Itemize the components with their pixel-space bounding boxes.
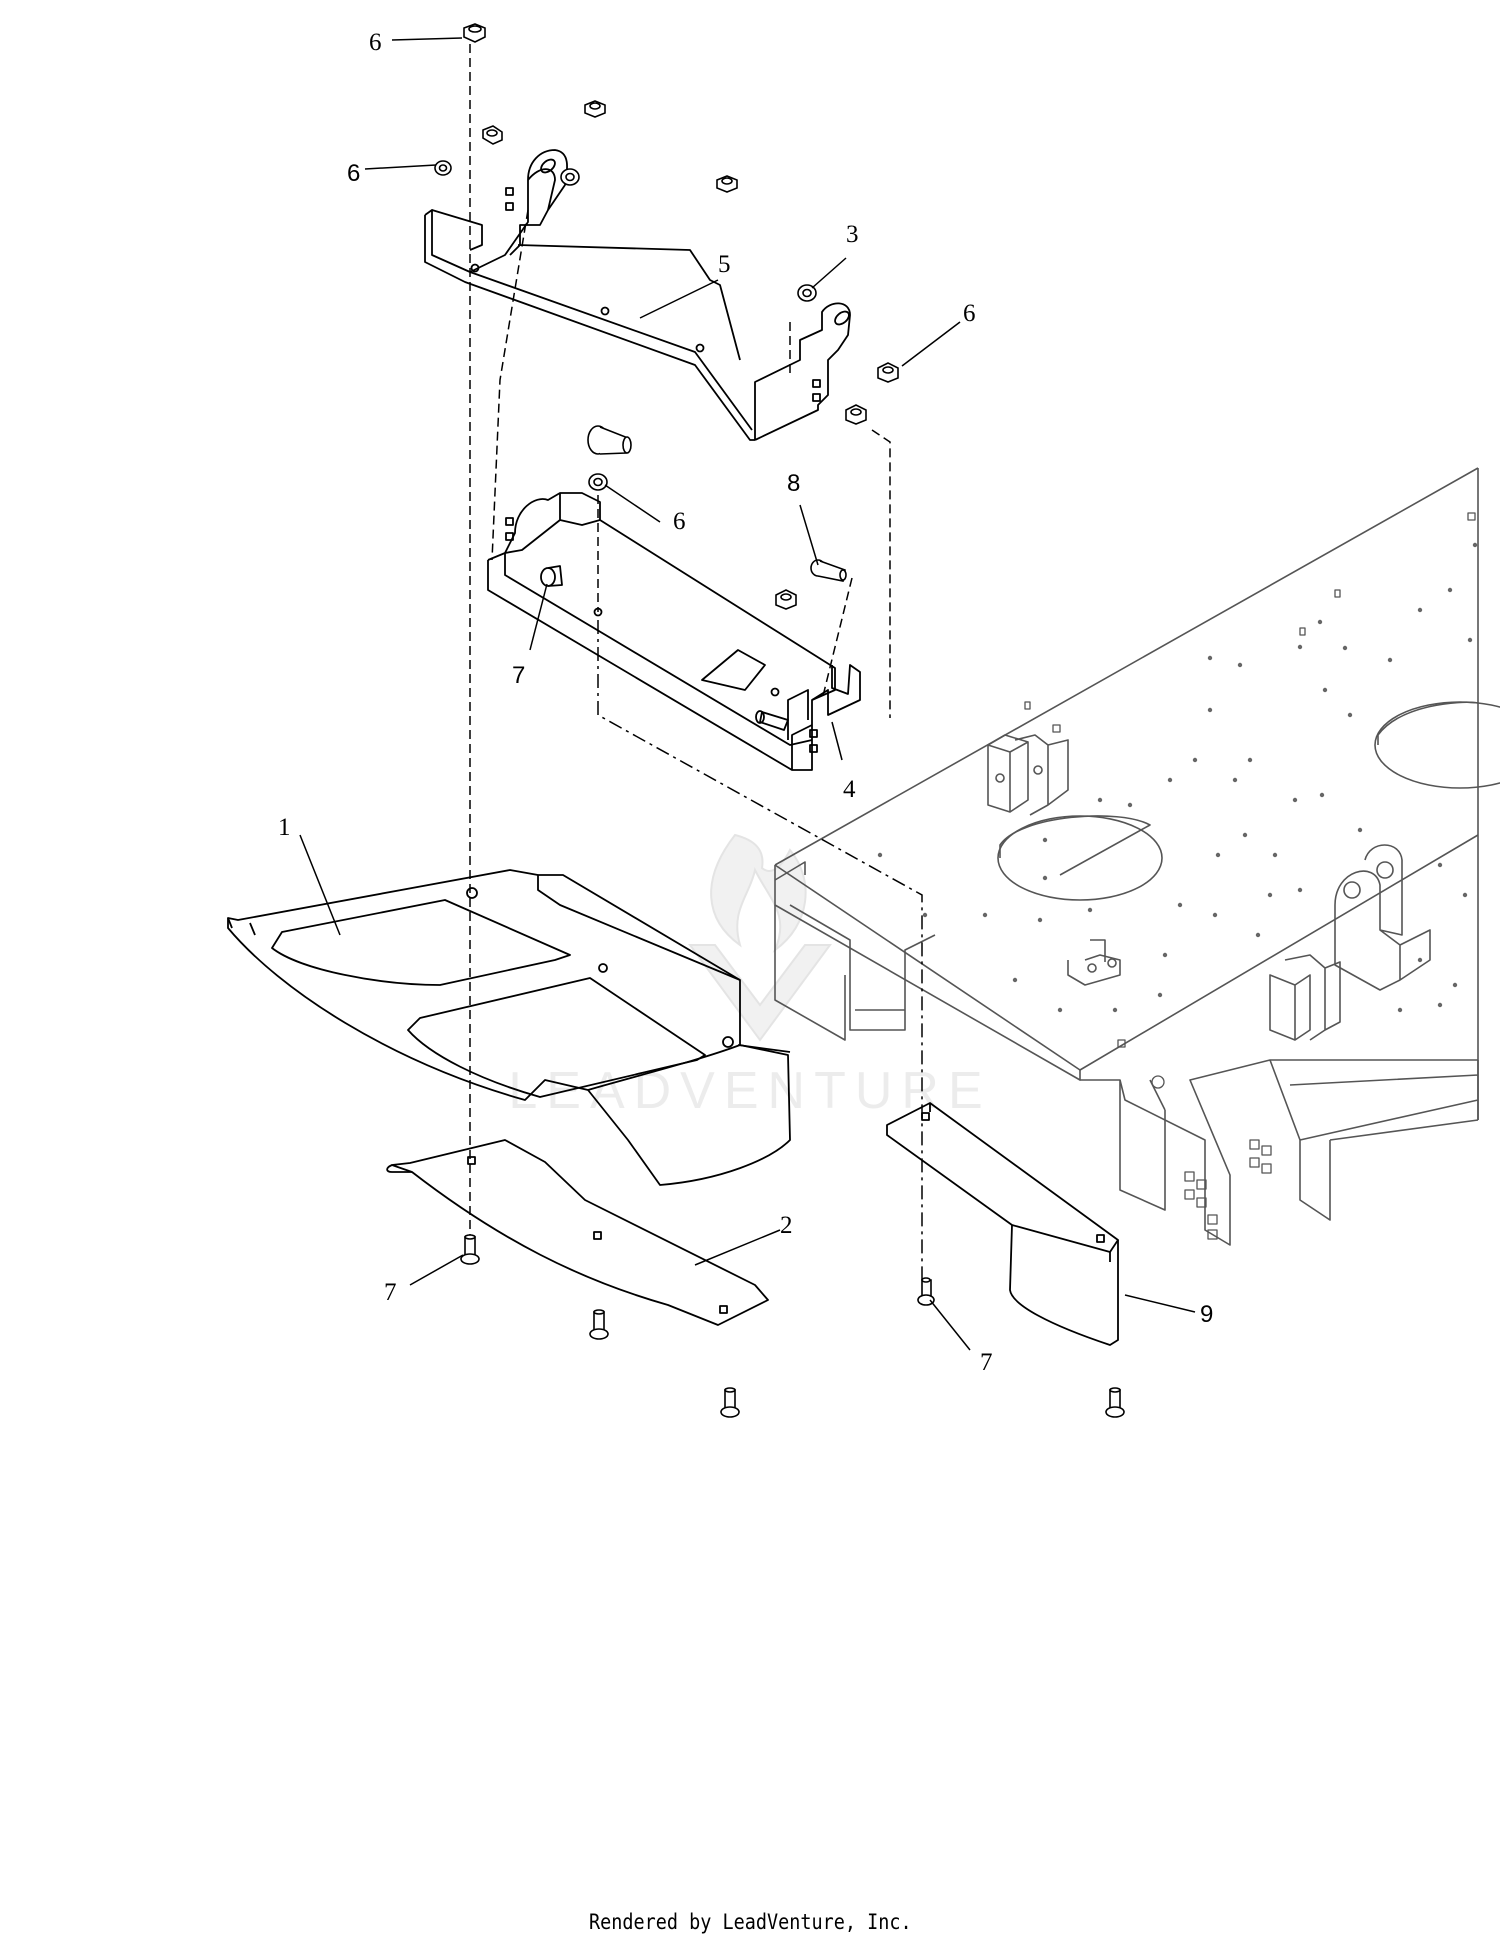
callout-9: 9 xyxy=(1200,1301,1213,1328)
deck-beam-lower xyxy=(1119,1059,1479,1221)
bolt-icon xyxy=(1105,1387,1125,1418)
assembly-lines xyxy=(469,44,923,1280)
deck-bracket-left xyxy=(987,734,1069,816)
deck-front-edge xyxy=(774,865,1081,1081)
callout-1: 1 xyxy=(278,814,291,841)
bolt-icon xyxy=(917,1277,935,1306)
deck-frame xyxy=(774,467,1500,1246)
carriage-bolt-icon xyxy=(587,425,632,455)
deck-pivot-hole xyxy=(1376,861,1394,879)
deck-small-bracket xyxy=(1067,939,1121,986)
assembly-line-right xyxy=(789,322,891,718)
callout-7: 7 xyxy=(980,1349,993,1376)
hex-nut-icon xyxy=(584,100,606,118)
leader-lines xyxy=(299,37,1196,1351)
watermark-text: LEADVENTURE xyxy=(508,1062,991,1120)
footer-credit: Rendered by LeadVenture, Inc. xyxy=(0,1910,1500,1934)
part-2-lower-plate xyxy=(386,1139,769,1326)
callout-6: 6 xyxy=(347,160,360,187)
deck-small-bracket-hole xyxy=(1087,963,1097,973)
callout-7: 7 xyxy=(512,662,525,689)
callouts: 6 6 3 5 6 6 8 7 4 1 2 7 9 7 xyxy=(278,29,1213,1376)
hex-nut-icon xyxy=(775,589,797,610)
part-5-upper-mount-bracket xyxy=(424,149,851,441)
bolt-icon xyxy=(460,1234,480,1265)
deck-bracket-right xyxy=(1269,954,1341,1041)
blade-opening-center-inner xyxy=(999,815,1151,876)
hex-nut-icon xyxy=(482,125,503,145)
callout-3: 3 xyxy=(846,221,859,248)
flame-logo-icon xyxy=(710,833,807,953)
deck-front-beam xyxy=(1080,1059,1478,1246)
callout-5: 5 xyxy=(718,251,731,278)
bolt-icon xyxy=(589,1309,609,1340)
hardware xyxy=(434,23,1125,1418)
washer-icon xyxy=(797,284,817,302)
deck-left-side xyxy=(774,861,846,1041)
callout-8: 8 xyxy=(787,470,800,497)
part-4-lower-mount-bracket xyxy=(487,492,861,771)
assembly-line-pin xyxy=(821,577,853,701)
callout-7: 7 xyxy=(384,1279,397,1306)
washer-icon xyxy=(434,160,452,176)
callout-4: 4 xyxy=(843,776,856,803)
deck-bracket-left-hole xyxy=(1033,765,1043,775)
deck-bracket-left-hole xyxy=(995,773,1005,783)
callout-6: 6 xyxy=(963,300,976,327)
washer-icon xyxy=(560,168,580,186)
pin-icon xyxy=(810,559,847,582)
footer-text: Rendered by LeadVenture, Inc. xyxy=(588,1910,912,1934)
watermark: LEADVENTURE xyxy=(508,833,991,1120)
part-1-deck-shield xyxy=(227,869,791,1186)
hex-nut-icon xyxy=(845,404,867,425)
blade-opening-right xyxy=(1374,701,1500,789)
assembly-line-diagonal xyxy=(597,620,923,1280)
hex-nut-icon xyxy=(463,23,486,43)
callout-6: 6 xyxy=(673,508,686,535)
blade-opening-right-inner xyxy=(1377,701,1479,745)
deck-left-panel xyxy=(789,904,936,1031)
deck-pivot-hole xyxy=(1343,881,1361,899)
v-logo-icon xyxy=(688,944,832,1042)
deck-pivot-plate xyxy=(1334,844,1431,991)
washer-icon xyxy=(588,473,608,491)
deck-top-surface xyxy=(774,467,1479,1071)
bolt-icon xyxy=(720,1387,740,1418)
beam-holes xyxy=(1151,1075,1272,1240)
deck-small-bracket-hole xyxy=(1107,958,1117,968)
part-9-side-shield xyxy=(886,1102,1119,1346)
hex-nut-icon xyxy=(877,362,899,383)
hex-nut-icon xyxy=(716,175,738,193)
callout-6: 6 xyxy=(369,29,382,56)
deck-holes xyxy=(877,542,1478,1013)
deck-slots xyxy=(1024,512,1476,1048)
assembly-line-mid xyxy=(491,209,529,561)
callout-2: 2 xyxy=(780,1212,793,1239)
